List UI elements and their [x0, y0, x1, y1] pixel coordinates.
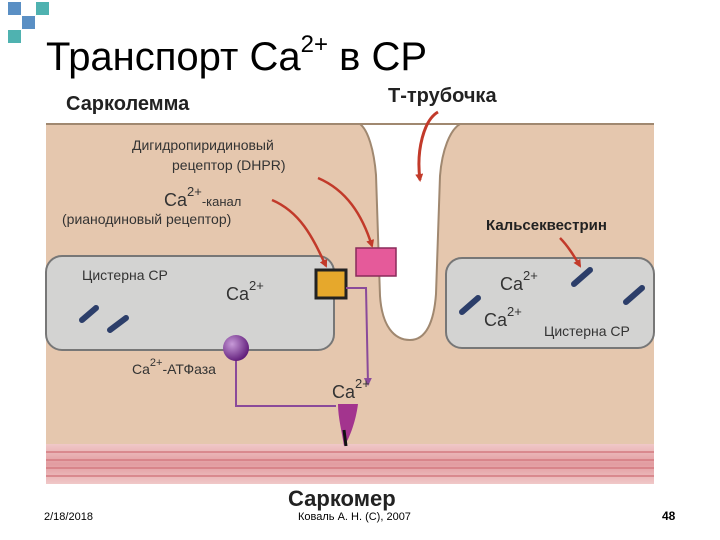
- label-ca-right-bottom: Ca2+: [484, 304, 522, 330]
- label-dhpr-line1: Дигидропиридиновый: [132, 137, 274, 153]
- arrow-to-t-tubule: [415, 110, 439, 182]
- calsequestrin-rods: [79, 267, 645, 333]
- label-cistern-left: Цистерна СР: [82, 267, 168, 283]
- footer-author: Коваль А. Н. (С), 2007: [298, 511, 411, 523]
- ca-release-path: [346, 287, 372, 386]
- sr-cistern-right: [445, 257, 655, 349]
- label-ca-cytosol: Ca2+: [332, 376, 370, 402]
- label-ryanodine: (рианодиновый рецептор): [62, 211, 231, 227]
- ca-droplet: [338, 404, 358, 446]
- label-atpase: Ca2+-АТФаза: [132, 357, 216, 377]
- dhpr-receptor: [355, 247, 397, 277]
- footer-date: 2/18/2018: [44, 511, 93, 523]
- corner-square: [8, 30, 21, 43]
- arrow-to-calsequestrin: [559, 237, 582, 268]
- arrow-to-channel: [271, 198, 328, 268]
- label-t-tubule: Т-трубочка: [388, 85, 497, 107]
- t-tubule: [357, 123, 464, 342]
- label-ca-right-top: Ca2+: [500, 268, 538, 294]
- label-calsequestrin: Кальсеквестрин: [486, 217, 607, 234]
- ca-atpase-pump: [223, 335, 249, 361]
- corner-square: [8, 2, 21, 15]
- label-ca-channel-base: Ca: [164, 190, 188, 210]
- corner-square: [22, 16, 35, 29]
- page-number: 48: [662, 509, 676, 523]
- label-sarcomere: Саркомер: [288, 486, 396, 511]
- title-sup: 2+: [300, 31, 328, 58]
- slide-title: Транспорт Ca2+ в СР: [46, 22, 427, 80]
- label-ca-channel-sup: 2+: [187, 184, 202, 199]
- ca-uptake-path: [232, 348, 336, 407]
- arrow-to-dhpr: [317, 176, 375, 248]
- ryanodine-channel: [314, 268, 348, 300]
- label-ca-channel: Ca2+-канал: [164, 184, 241, 210]
- label-ca-left: Ca2+: [226, 278, 264, 304]
- label-sarcolemma: Сарколемма: [66, 93, 190, 115]
- ca-droplet-arrow: [342, 429, 348, 447]
- label-ca-channel-suffix: -канал: [202, 194, 242, 209]
- sarcomere-band: [46, 444, 654, 484]
- label-dhpr-line2: рецептор (DHPR): [172, 157, 286, 173]
- label-cistern-right: Цистерна СР: [544, 323, 630, 339]
- title-suffix: в СР: [339, 35, 428, 79]
- title-text: Транспорт Ca: [46, 35, 301, 79]
- corner-square: [36, 2, 49, 15]
